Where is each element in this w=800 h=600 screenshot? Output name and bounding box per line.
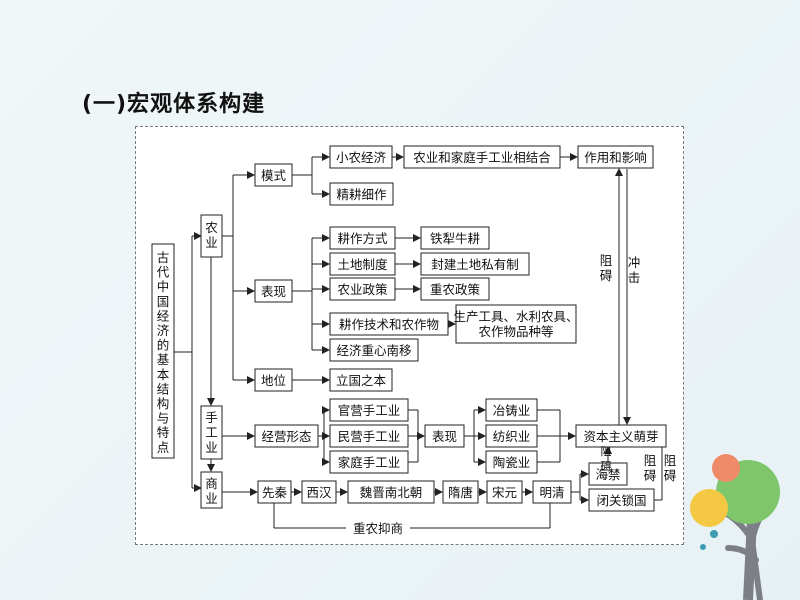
svg-text:精耕细作: 精耕细作 xyxy=(336,187,387,202)
horizontal-nodes: 模式 小农经济 农业和家庭手工业相结合 作用和影响 精耕细作 表现 耕作方式 铁… xyxy=(254,145,667,536)
node-sea-ban: 海禁 xyxy=(588,462,628,486)
node-combine: 农业和家庭手工业相结合 xyxy=(403,145,561,169)
svg-text:封建土地私有制: 封建土地私有制 xyxy=(431,257,519,272)
svg-text:隋唐: 隋唐 xyxy=(448,485,473,500)
svg-text:农业政策: 农业政策 xyxy=(337,282,388,297)
node-commerce-label: 商业 xyxy=(205,476,218,506)
edge-label-obstruct-4: 阻碍 xyxy=(664,453,677,483)
node-foundation: 立国之本 xyxy=(329,368,393,392)
svg-text:纺织业: 纺织业 xyxy=(493,429,531,444)
node-agri-policy: 农业政策 xyxy=(329,277,396,301)
node-zhongnong-label: 重农抑商 xyxy=(353,521,403,536)
svg-text:海禁: 海禁 xyxy=(595,467,620,482)
node-intensive: 精耕细作 xyxy=(329,182,394,206)
edge-label-impact: 冲击 xyxy=(628,255,641,285)
node-commerce: 商业 xyxy=(200,471,223,509)
svg-text:表现: 表现 xyxy=(261,284,286,299)
svg-text:铁犁牛耕: 铁犁牛耕 xyxy=(430,231,480,246)
node-status: 地位 xyxy=(254,368,293,392)
node-suitang: 隋唐 xyxy=(442,480,479,504)
node-land-system: 土地制度 xyxy=(329,252,396,276)
svg-text:生产工具、水利农具、农作物品种等: 生产工具、水利农具、农作物品种等 xyxy=(453,309,578,339)
node-mode: 模式 xyxy=(254,163,293,187)
node-mingqing: 明清 xyxy=(532,480,572,504)
node-capitalism: 资本主义萌芽 xyxy=(575,424,667,448)
node-closed-door: 闭关锁国 xyxy=(588,488,655,512)
node-root: 古代中国经济的基本结构与特点 xyxy=(151,243,175,459)
node-agriculture-label: 农业 xyxy=(205,220,218,250)
node-performance-2: 表现 xyxy=(424,424,465,448)
edge-label-obstruct-2-a: 阻碍 xyxy=(601,445,612,473)
svg-text:家庭手工业: 家庭手工业 xyxy=(338,455,401,470)
tree-leaf-orange xyxy=(712,454,740,482)
svg-text:表现: 表现 xyxy=(432,429,457,444)
svg-text:农业和家庭手工业相结合: 农业和家庭手工业相结合 xyxy=(413,150,551,165)
node-handicraft: 手工业 xyxy=(200,405,223,460)
svg-text:小农经济: 小农经济 xyxy=(336,150,387,165)
node-performance: 表现 xyxy=(254,279,293,303)
svg-text:模式: 模式 xyxy=(261,168,287,183)
node-songyuan: 宋元 xyxy=(486,480,523,504)
node-ceramic: 陶瓷业 xyxy=(485,450,538,474)
node-feudal-land: 封建土地私有制 xyxy=(420,252,530,276)
svg-text:经济重心南移: 经济重心南移 xyxy=(336,343,411,358)
node-shift: 经济重心南移 xyxy=(329,338,419,362)
node-agriculture: 农业 xyxy=(200,214,223,258)
svg-text:冶铸业: 冶铸业 xyxy=(493,403,531,418)
svg-text:耕作技术和农作物: 耕作技术和农作物 xyxy=(339,317,439,332)
node-farm-way: 耕作方式 xyxy=(329,226,396,250)
node-small-farm: 小农经济 xyxy=(329,145,393,169)
tree-leaf-yellow xyxy=(690,489,728,527)
page-title: (一)宏观体系构建 xyxy=(82,92,266,117)
svg-text:官营手工业: 官营手工业 xyxy=(338,403,401,418)
edge-label-obstruct-3: 阻碍 xyxy=(644,453,657,483)
svg-text:重农政策: 重农政策 xyxy=(430,282,481,297)
node-private-handicraft: 民营手工业 xyxy=(329,424,409,448)
svg-text:陶瓷业: 陶瓷业 xyxy=(493,455,531,470)
svg-text:地位: 地位 xyxy=(261,373,286,388)
svg-text:立国之本: 立国之本 xyxy=(336,373,387,388)
node-xianqin: 先秦 xyxy=(257,480,292,504)
svg-text:宋元: 宋元 xyxy=(492,485,517,500)
node-business-form: 经营形态 xyxy=(254,424,319,448)
edge-label-obstruct-1: 阻碍 xyxy=(600,253,613,283)
svg-text:经营形态: 经营形态 xyxy=(261,429,311,444)
svg-text:作用和影响: 作用和影响 xyxy=(584,150,647,165)
svg-text:先秦: 先秦 xyxy=(262,485,288,500)
node-tech: 耕作技术和农作物 xyxy=(329,312,449,336)
node-effect: 作用和影响 xyxy=(577,145,654,169)
svg-text:民营手工业: 民营手工业 xyxy=(338,429,401,444)
node-handicraft-label: 手工业 xyxy=(205,410,218,455)
node-textile: 纺织业 xyxy=(485,424,538,448)
node-xihan: 西汉 xyxy=(301,480,337,504)
node-iron-ox: 铁犁牛耕 xyxy=(420,226,490,250)
node-weijin: 魏晋南北朝 xyxy=(347,480,435,504)
svg-text:土地制度: 土地制度 xyxy=(337,257,388,272)
node-physiocracy: 重农政策 xyxy=(420,277,490,301)
svg-text:耕作方式: 耕作方式 xyxy=(337,231,388,246)
svg-text:魏晋南北朝: 魏晋南北朝 xyxy=(360,485,423,500)
svg-text:闭关锁国: 闭关锁国 xyxy=(596,493,646,508)
svg-text:资本主义萌芽: 资本主义萌芽 xyxy=(583,429,658,444)
node-gov-handicraft: 官营手工业 xyxy=(329,398,409,422)
node-metal: 冶铸业 xyxy=(485,398,538,422)
svg-text:西汉: 西汉 xyxy=(306,485,332,500)
node-root-label: 古代中国经济的基本结构与特点 xyxy=(157,250,170,455)
node-tools: 生产工具、水利农具、农作物品种等 xyxy=(453,304,579,344)
svg-text:明清: 明清 xyxy=(539,485,564,500)
node-home-handicraft: 家庭手工业 xyxy=(329,450,409,474)
